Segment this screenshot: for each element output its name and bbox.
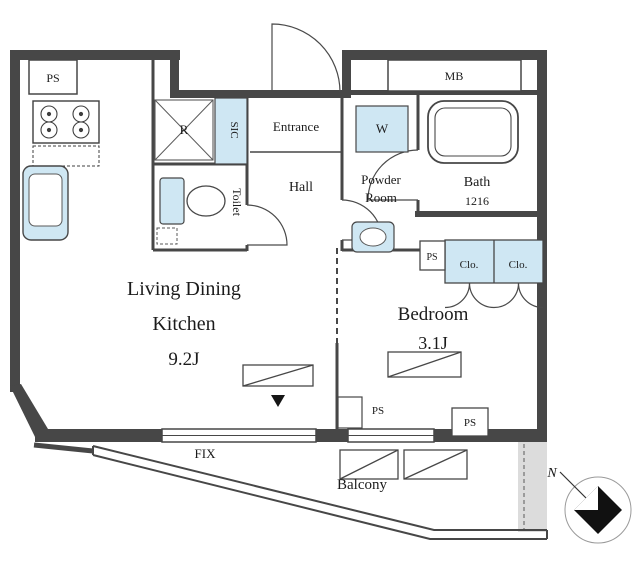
kitchen-sink-icon <box>22 165 69 241</box>
closets <box>444 239 544 284</box>
slashed-panel-diagonal <box>339 449 399 480</box>
label-balcony: Balcony <box>337 477 387 493</box>
compass-diamond-notch <box>574 486 598 510</box>
ps-center-box <box>419 240 446 271</box>
label-bath-size: 1216 <box>465 194 489 208</box>
toilet-door-swing-arc <box>246 204 288 246</box>
compass-circle <box>564 476 632 544</box>
wall-segment <box>170 52 179 98</box>
closet-door-swing-arc <box>493 282 520 309</box>
balcony-railing-inner <box>92 454 547 540</box>
slashed-panel-diagonal <box>242 364 314 387</box>
stove-icon <box>32 100 100 167</box>
bathtub-inner <box>434 107 512 157</box>
balcony-connector-wall <box>33 442 94 454</box>
label-living-line1: Living Dining <box>127 278 241 300</box>
stove-body <box>32 100 100 144</box>
wall-segment <box>434 429 547 442</box>
meter-box <box>387 59 522 92</box>
windows <box>161 428 435 443</box>
label-ps-bottom-right: PS <box>464 417 476 429</box>
powder-sink-icon <box>351 221 395 253</box>
vanity-basin <box>359 227 387 247</box>
fridge-cross <box>154 99 214 161</box>
burner-dot <box>78 127 84 133</box>
label-closet-left: Clo. <box>460 259 479 271</box>
balcony-structure <box>33 442 548 540</box>
ps-shaft-box <box>28 59 78 95</box>
compass-needle-line <box>559 471 587 499</box>
wall-segment <box>10 50 180 60</box>
label-entrance: Entrance <box>273 119 319 134</box>
entrance-door-swing-arc <box>271 23 341 93</box>
label-fridge: R <box>180 122 189 137</box>
bathtub-outer <box>427 100 519 164</box>
wall-segment <box>35 429 162 442</box>
label-living-line2: Kitchen <box>152 313 215 335</box>
balcony-railing-outer <box>92 445 547 531</box>
burner-dot <box>78 111 84 117</box>
closet-door-swing-arc <box>468 282 495 309</box>
label-powder-line1: Powder <box>361 172 401 187</box>
burner-dot <box>46 127 52 133</box>
burner <box>72 121 90 139</box>
label-ps-top-left: PS <box>46 71 59 85</box>
counter-storage-dashed <box>32 145 100 167</box>
closet-door-swing-arc <box>517 282 544 309</box>
burner <box>40 121 58 139</box>
burner-dot <box>46 111 52 117</box>
labels: PS MB R SIC Entrance W Toilet Hall Powde… <box>46 69 557 493</box>
slashed-panel-diagonal <box>387 351 462 378</box>
bathtub-icon <box>427 100 519 164</box>
wall-segment <box>170 90 351 98</box>
toilet-bowl <box>186 185 226 217</box>
fridge-space-icon <box>154 99 214 161</box>
washer-space <box>355 105 409 153</box>
wall-segment <box>316 429 348 442</box>
label-toilet: Toilet <box>230 188 244 216</box>
label-fix-window: FIX <box>195 446 217 461</box>
toilet-dashed-box <box>156 227 178 245</box>
wall-segment-diagonal <box>10 384 48 441</box>
label-ps-center: PS <box>426 252 437 263</box>
label-washer: W <box>376 121 389 136</box>
wall-segment <box>415 211 547 217</box>
balcony-gray-strip <box>518 442 547 532</box>
slashed-panels <box>242 351 468 480</box>
label-north: N <box>546 466 557 481</box>
balcony-railing-cap <box>92 446 548 539</box>
label-closet-right: Clo. <box>509 259 528 271</box>
ps-bottom-right-box <box>451 407 489 437</box>
label-shoe-closet: SIC <box>228 121 240 138</box>
label-bedroom: Bedroom <box>398 304 469 325</box>
shoe-closet-area <box>214 97 248 165</box>
ps-bottom-box <box>337 396 363 429</box>
toilet-tank <box>159 177 185 225</box>
label-ps-bottom: PS <box>372 405 384 417</box>
direction-triangle-icon <box>271 395 285 407</box>
label-hall: Hall <box>289 180 313 195</box>
toilet-icon <box>156 177 226 245</box>
label-powder-line2: Room <box>365 190 397 205</box>
wall-segment <box>342 50 547 60</box>
slashed-panel-diagonal <box>403 449 468 480</box>
sink-basin <box>28 173 63 227</box>
label-living-size: 9.2J <box>168 349 199 370</box>
label-bedroom-size: 3.1J <box>418 333 448 353</box>
wall-segment <box>342 90 547 95</box>
fridge-outline <box>154 99 214 161</box>
compass <box>559 471 632 544</box>
label-bath: Bath <box>464 175 490 190</box>
wall-segment <box>10 50 20 392</box>
wall-segment <box>342 52 351 98</box>
label-meter-box: MB <box>445 69 464 83</box>
